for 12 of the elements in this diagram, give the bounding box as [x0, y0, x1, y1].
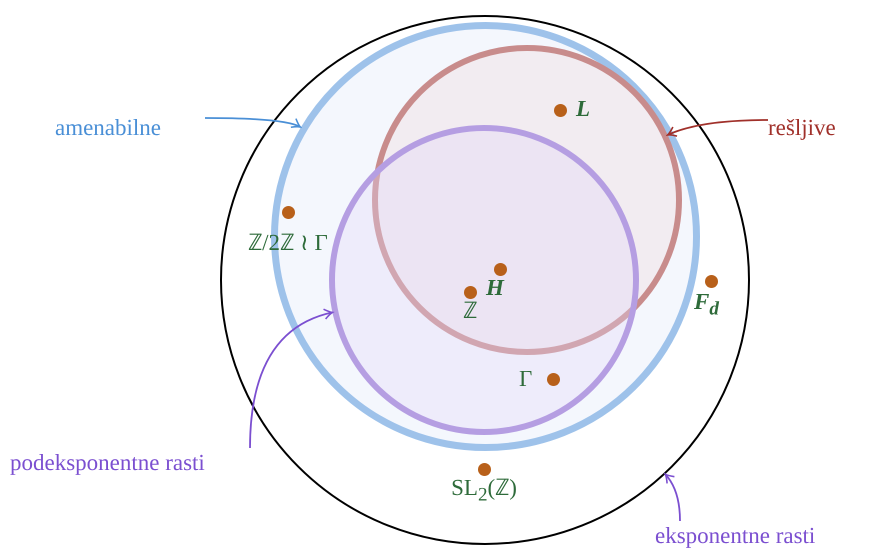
class-label: amenabilne: [55, 113, 205, 145]
group-name: Γ: [519, 366, 532, 392]
class-label: rešljive: [768, 113, 878, 145]
class-label: podeksponentne rasti: [10, 448, 282, 480]
group-name: H: [486, 275, 504, 301]
group-name: F$_{d}$: [694, 289, 719, 322]
group-name: ℤ: [463, 298, 477, 324]
class-label: eksponentne rasti: [655, 521, 877, 549]
group-name: ℤ/2ℤ ≀ Γ: [248, 230, 328, 256]
group-name: L: [576, 96, 590, 122]
set-circle: [328, 124, 640, 436]
group-name: SL$_{2}$(ℤ): [451, 475, 517, 508]
